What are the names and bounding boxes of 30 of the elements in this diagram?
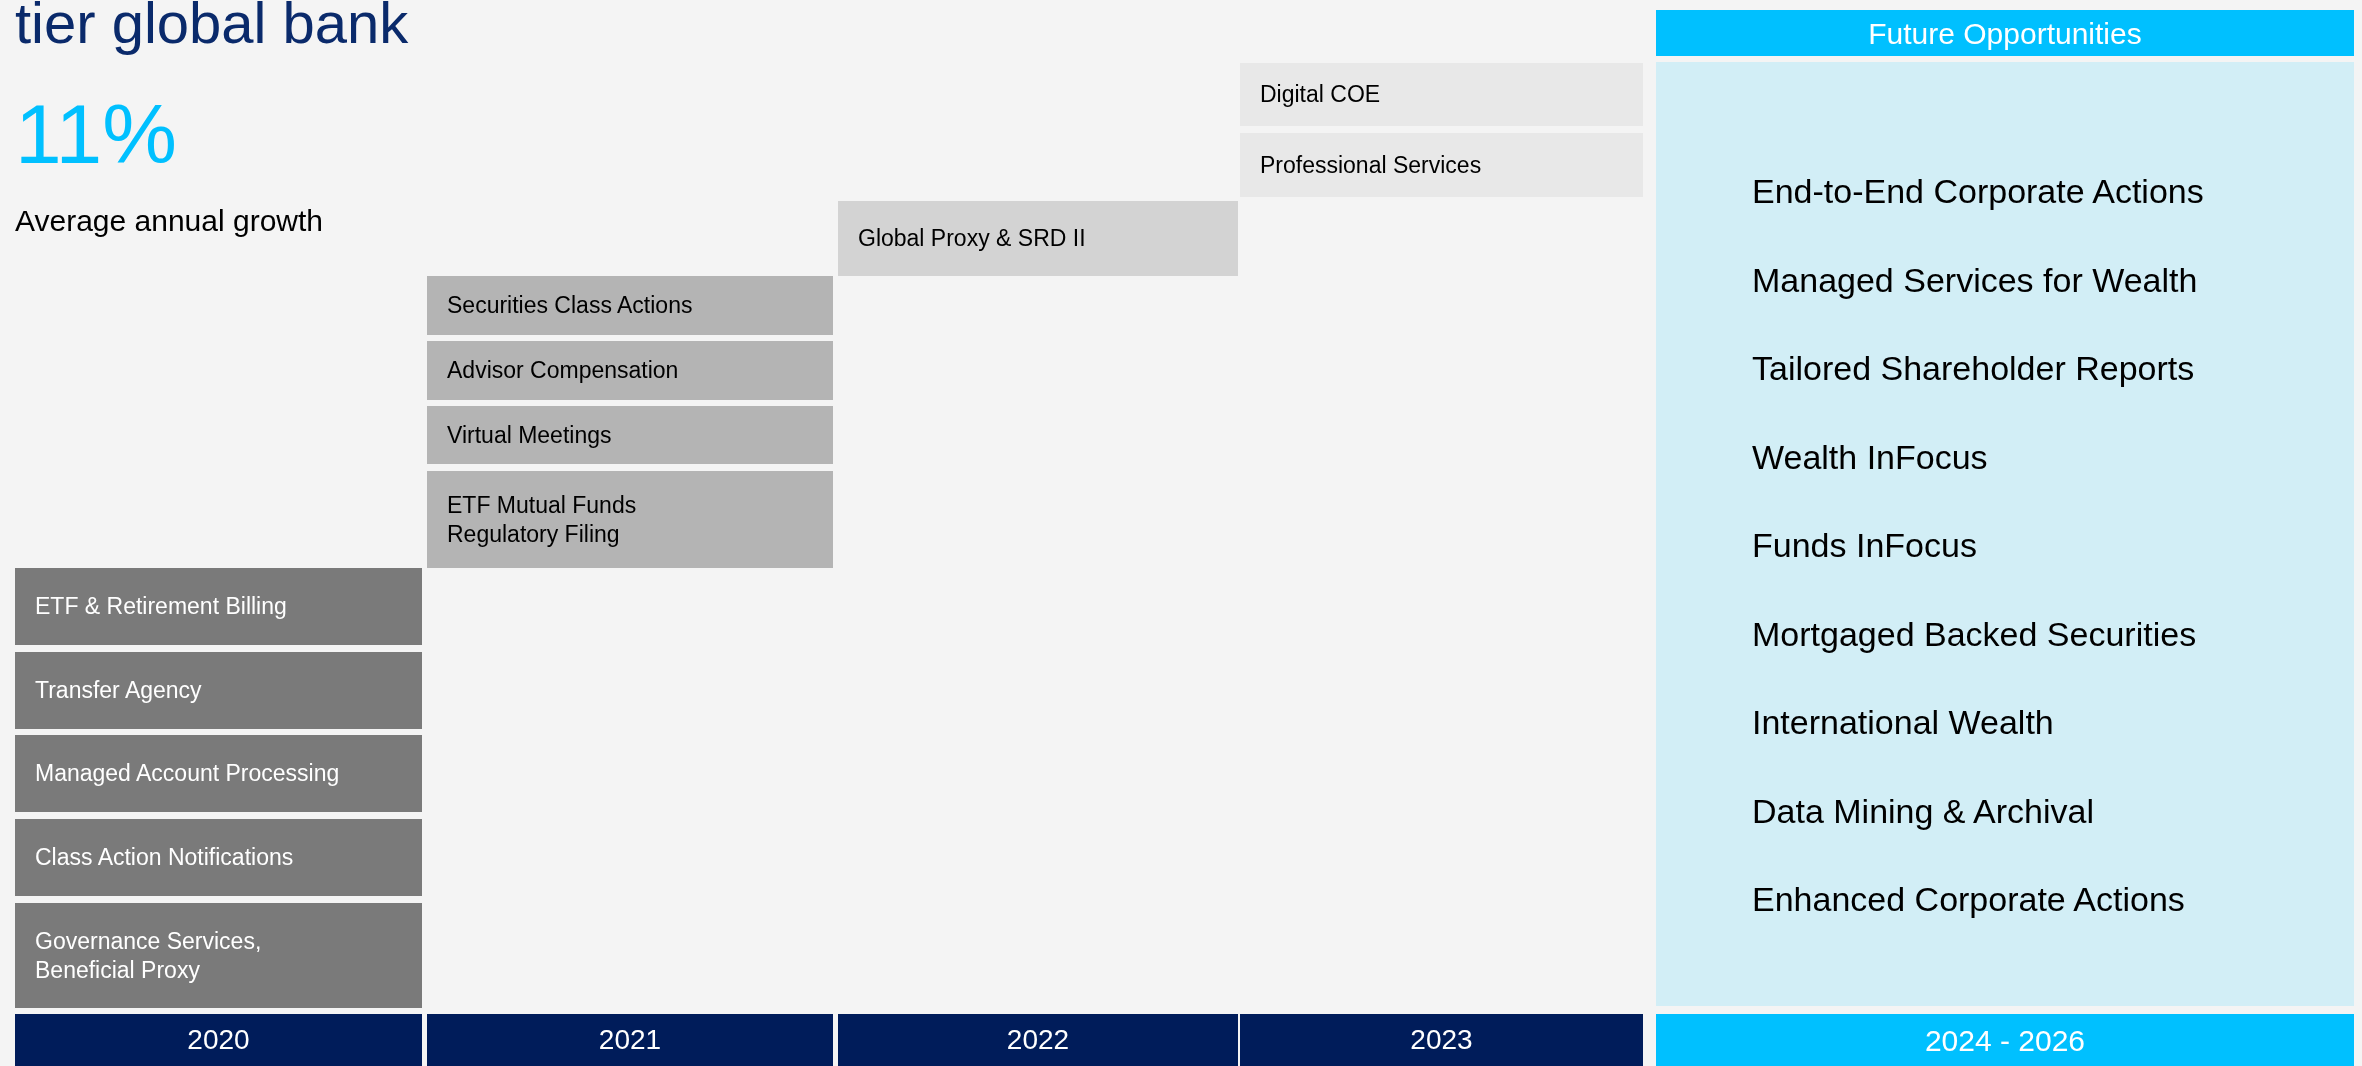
service-box: Professional Services: [1240, 133, 1643, 197]
year-bar: 2021: [427, 1014, 833, 1066]
service-box: Securities Class Actions: [427, 276, 833, 335]
opportunity-item: International Wealth: [1752, 702, 2055, 743]
year-bar: 2020: [15, 1014, 422, 1066]
growth-caption: Average annual growth: [15, 203, 323, 239]
year-bar: 2023: [1240, 1014, 1643, 1066]
service-box: ETF & Retirement Billing: [15, 568, 422, 645]
service-box: Class Action Notifications: [15, 819, 422, 896]
service-box: Advisor Compensation: [427, 341, 833, 400]
service-box: Transfer Agency: [15, 652, 422, 729]
header-bar: Future Opportunities: [1656, 10, 2354, 56]
opportunity-item: Enhanced Corporate Actions: [1752, 879, 2186, 920]
growth-percentage: 11%: [15, 92, 177, 176]
opportunity-item: Managed Services for Wealth: [1752, 259, 2199, 301]
opportunities-panel: [1656, 62, 2354, 1006]
opportunity-item: Tailored Shareholder Reports: [1752, 348, 2196, 389]
opportunity-item: End-to-End Corporate Actions: [1752, 171, 2205, 212]
year-bar: 2022: [838, 1014, 1238, 1066]
service-box: Managed Account Processing: [15, 735, 422, 812]
opportunity-item: Data Mining & Archival: [1752, 790, 2096, 832]
opportunity-item: Wealth InFocus: [1752, 436, 1989, 478]
service-box: Digital COE: [1240, 63, 1643, 126]
service-box: ETF Mutual Funds Regulatory Filing: [427, 471, 833, 568]
opportunity-item: Funds InFocus: [1752, 525, 1978, 566]
header-bar: 2024 - 2026: [1656, 1014, 2354, 1066]
service-box: Virtual Meetings: [427, 406, 833, 464]
opportunity-item: Mortgaged Backed Securities: [1752, 613, 2198, 655]
service-box: Governance Services, Beneficial Proxy: [15, 903, 422, 1008]
service-box: Global Proxy & SRD II: [838, 201, 1238, 276]
